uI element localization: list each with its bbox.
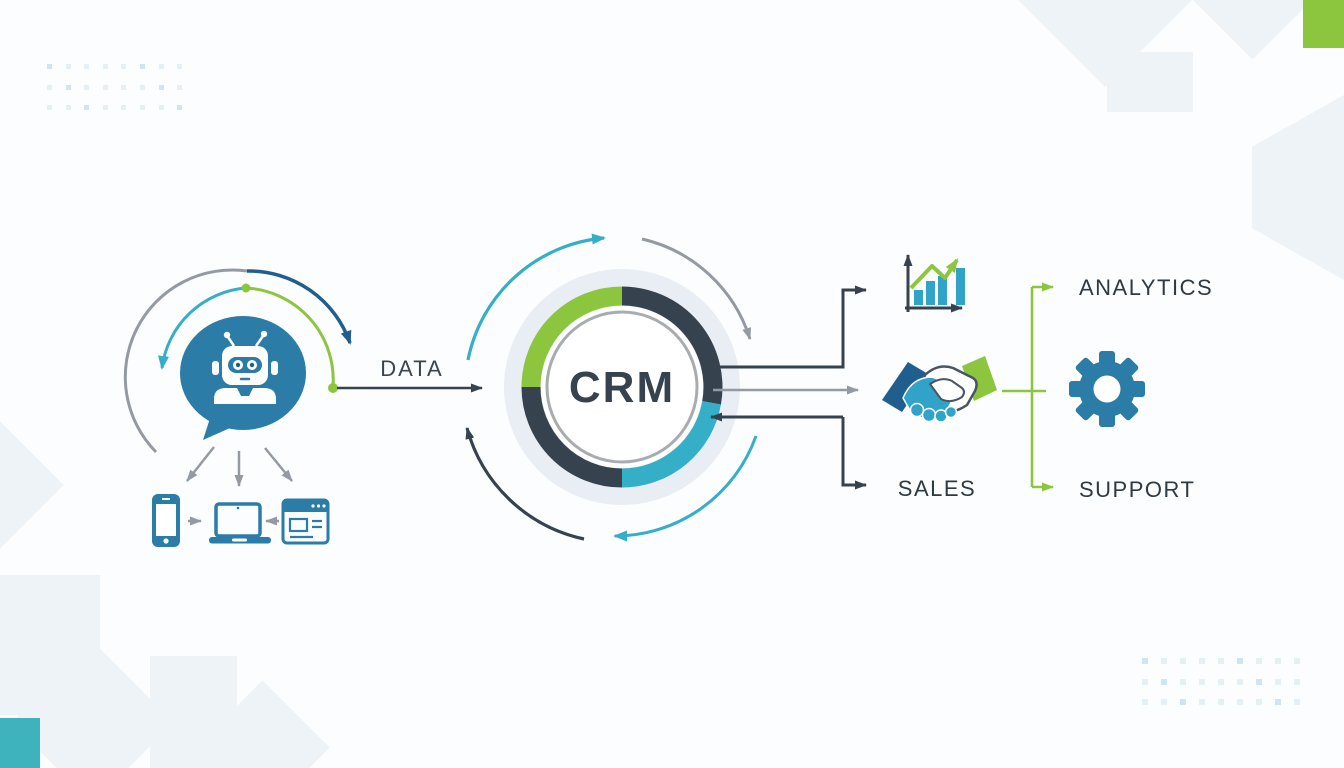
decor-dot	[177, 64, 183, 69]
decor-dot	[121, 105, 127, 110]
decor-dot	[1256, 658, 1262, 664]
decor-dot	[177, 84, 183, 90]
green-node-dot	[241, 283, 251, 293]
decor-dot	[1237, 678, 1243, 685]
decor-dot	[1180, 699, 1186, 705]
decor-dot	[65, 84, 71, 90]
corner-teal-square	[0, 718, 40, 768]
decor-dot	[84, 84, 90, 90]
decor-dot	[1237, 699, 1243, 705]
decor-dot	[1275, 658, 1281, 664]
decor-dot	[47, 64, 52, 69]
decor-dot	[121, 64, 127, 69]
data-label: DATA	[380, 356, 444, 381]
decor-dot	[1294, 678, 1300, 685]
decor-dot	[65, 105, 71, 110]
decor-dot	[1256, 678, 1262, 685]
decor-dot	[1180, 678, 1186, 685]
decor-dot	[1294, 658, 1300, 664]
decor-dot	[1161, 658, 1167, 664]
decor-dot	[140, 64, 145, 69]
decor-dot	[47, 105, 52, 110]
decor-dot	[1256, 699, 1262, 705]
decor-dot	[102, 84, 108, 90]
decor-dot	[1161, 699, 1167, 705]
decor-dot	[121, 84, 127, 90]
crm-cycle-arcs	[465, 233, 758, 542]
browser-icon	[281, 498, 330, 545]
chatbot-icon	[180, 316, 306, 440]
decor-dot	[1142, 658, 1148, 664]
green-bracket	[1002, 282, 1054, 492]
branch-lines	[710, 285, 867, 490]
decor-dot	[102, 64, 108, 69]
decor-dot	[1199, 658, 1205, 664]
chatbot-cycle-arcs	[123, 268, 352, 454]
decor-dot	[65, 64, 71, 69]
decor-dot	[1142, 678, 1148, 685]
decor-dot	[158, 64, 164, 69]
green-node-dot	[328, 383, 338, 393]
crm-hub	[504, 269, 740, 505]
decor-dot	[102, 105, 108, 110]
decor-dot	[1218, 658, 1224, 664]
decor-dot	[140, 105, 145, 110]
decor-dot	[1180, 658, 1186, 664]
decor-dot	[84, 64, 90, 69]
decor-dot	[140, 84, 145, 90]
fanout-arrows	[186, 446, 293, 487]
decor-dot	[158, 84, 164, 90]
handshake-icon	[882, 356, 997, 423]
decor-dot	[1199, 678, 1205, 685]
smartphone-icon	[152, 494, 180, 547]
decor-dot	[1161, 678, 1167, 685]
decor-dot	[1218, 699, 1224, 705]
decor-dot	[1142, 699, 1148, 705]
decor-dot	[84, 105, 90, 110]
decor-dot	[1275, 699, 1281, 705]
decor-dot	[1237, 658, 1243, 664]
robot-ear	[271, 361, 278, 375]
crm-label: CRM	[568, 363, 676, 412]
decor-dot	[47, 84, 52, 90]
robot-ear	[212, 361, 219, 375]
bar-chart-icon	[903, 254, 965, 313]
laptop-icon	[209, 502, 271, 544]
decor-shape	[1107, 52, 1193, 112]
decor-dot	[1199, 699, 1205, 705]
support-label: SUPPORT	[1079, 477, 1196, 502]
decor-dot	[177, 105, 183, 110]
corner-green-square	[1303, 0, 1344, 48]
decor-dot	[1218, 678, 1224, 685]
decor-dot	[1294, 699, 1300, 705]
gear-icon	[1069, 351, 1145, 427]
sales-label: SALES	[897, 476, 977, 501]
analytics-label: ANALYTICS	[1079, 275, 1214, 300]
decor-dot	[1275, 678, 1281, 685]
decor-dot	[158, 105, 164, 110]
